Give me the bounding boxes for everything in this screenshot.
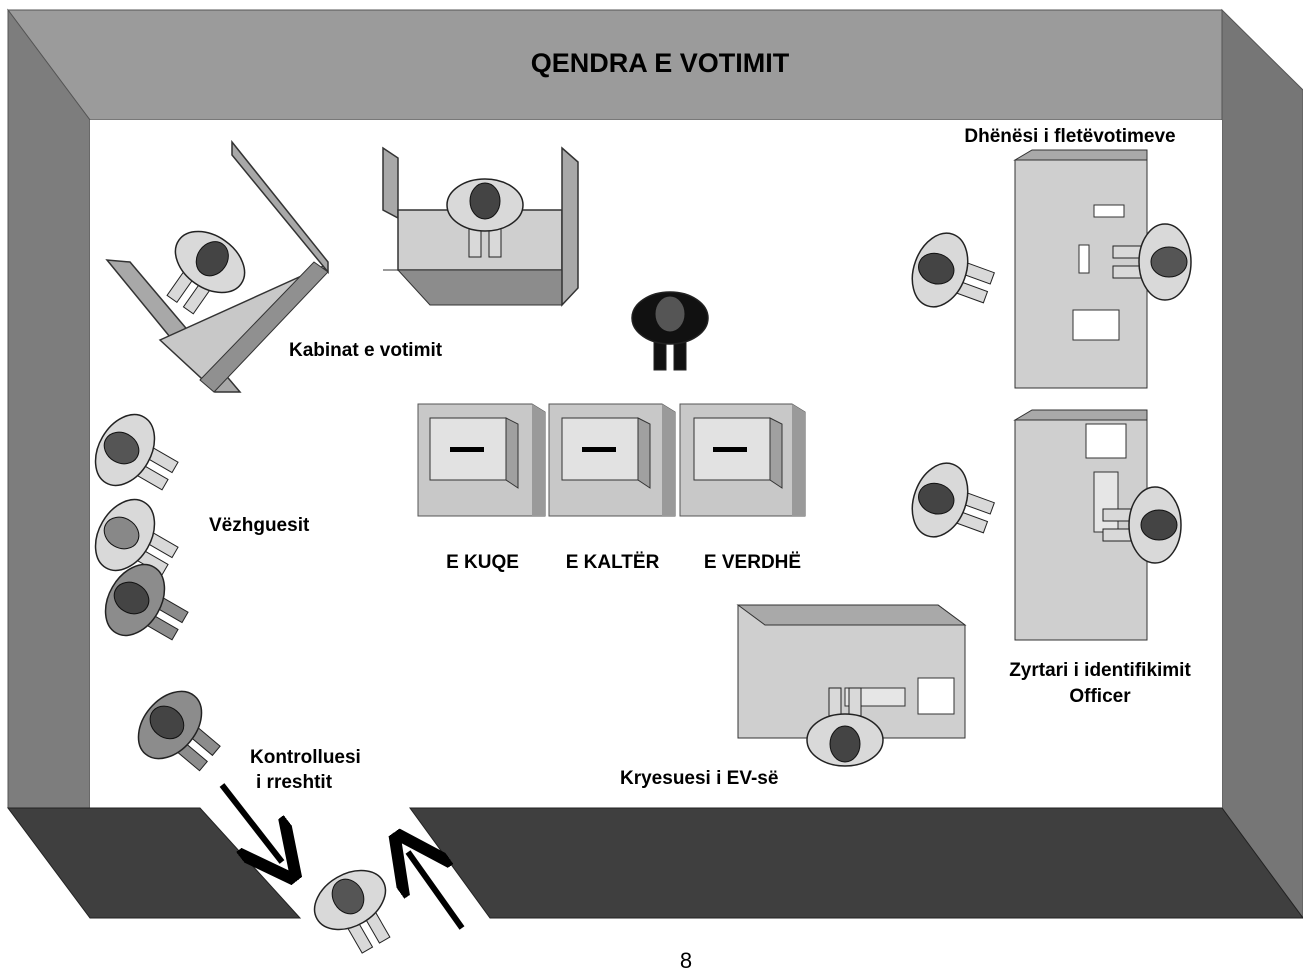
- page-title: QENDRA E VOTIMIT: [530, 48, 790, 78]
- page-number: 8: [679, 948, 693, 973]
- person-entering-voter: [313, 869, 391, 954]
- chairperson-label: Kryesuesi i EV-së: [620, 768, 779, 789]
- ballot-box-red-label: E KUQE: [446, 552, 519, 573]
- person-queue-controller: [137, 690, 221, 772]
- observers-label: Vëzhguesit: [209, 515, 310, 536]
- id-officer-table: [1013, 409, 1148, 641]
- queue-controller-label-line1: Kontrolluesi: [250, 747, 361, 768]
- person-chairperson: [806, 687, 884, 767]
- person-observer-1: [94, 413, 179, 491]
- left-wall: [7, 8, 91, 809]
- voting-booth-left: [105, 139, 329, 393]
- person-ballot-issuer-voter: [911, 232, 995, 308]
- ballot-box-yellow-label: E VERDHË: [703, 552, 802, 573]
- person-booth-voter-center: [446, 178, 524, 258]
- queue-arrow-out: [408, 852, 465, 930]
- right-wall: [1221, 8, 1303, 919]
- ballot-box-yellow: [679, 403, 806, 517]
- ballot-box-blue-label: E KALTËR: [565, 552, 660, 573]
- ballot-box-blue: [548, 403, 676, 517]
- person-id-officer-official: [1102, 486, 1182, 564]
- person-center-supervisor: [631, 291, 709, 371]
- ballot-box-red: [417, 403, 546, 517]
- person-observer-2: [94, 498, 179, 576]
- queue-arrow-in: [219, 783, 282, 862]
- front-wall-right: [409, 807, 1303, 919]
- ballot-issuer-label: Dhënësi i fletëvotimeve: [964, 126, 1176, 147]
- person-id-officer-voter: [911, 462, 995, 538]
- booths-label: Kabinat e votimit: [289, 340, 443, 361]
- id-officer-label-line2: Officer: [1069, 686, 1131, 707]
- person-booth-voter-left: [166, 230, 246, 315]
- front-wall-left: [7, 807, 302, 919]
- person-observer-3: [104, 563, 189, 641]
- person-ballot-issuer-official: [1112, 223, 1192, 301]
- queue-controller-label-line2: i rreshtit: [256, 772, 333, 793]
- id-officer-label-line1: Zyrtari i identifikimit: [1009, 660, 1191, 681]
